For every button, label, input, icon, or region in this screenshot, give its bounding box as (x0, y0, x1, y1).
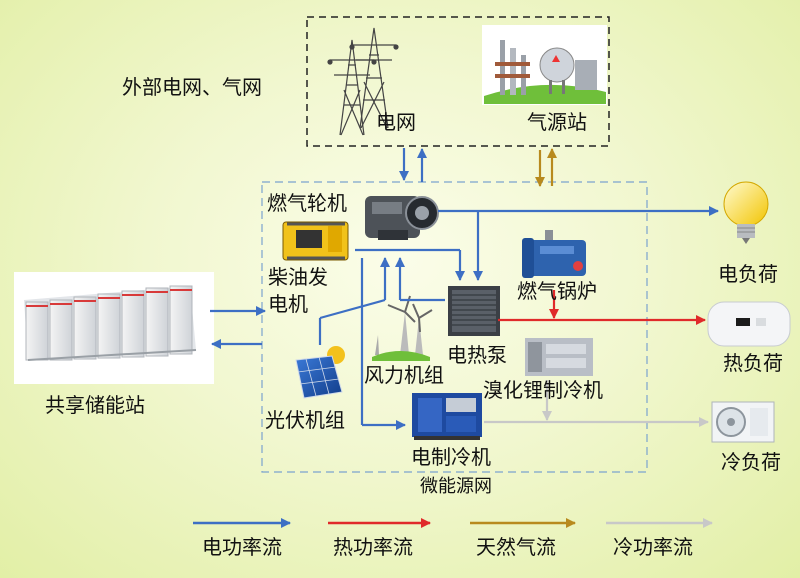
legend-electric-label: 电功率流 (202, 535, 282, 559)
water-heater-icon (707, 301, 791, 347)
electric-chiller-icon (412, 393, 482, 440)
heat-load-label: 热负荷 (723, 351, 783, 375)
external-region-label: 外部电网、气网 (122, 75, 262, 99)
storage-station-icon (14, 272, 214, 384)
legend-gas-label: 天然气流 (476, 535, 556, 559)
gas-source-label: 气源站 (527, 110, 587, 134)
external-grid-region (306, 16, 610, 147)
lightbulb-icon (723, 181, 769, 244)
storage-station-label: 共享储能站 (45, 393, 145, 417)
gas-turbine-icon (365, 196, 439, 240)
diesel-generator-icon (282, 221, 349, 261)
ac-unit-icon (711, 401, 775, 443)
electric-chiller-label: 电制冷机 (411, 445, 491, 469)
legend-heat-label: 热功率流 (333, 535, 413, 559)
libr-chiller-label: 溴化锂制冷机 (483, 378, 603, 402)
heat-pump-label: 电热泵 (447, 343, 507, 367)
solar-panel-icon (295, 346, 345, 399)
legend-cooling-label: 冷功率流 (613, 535, 693, 559)
wind-turbine-icon (372, 295, 433, 361)
gas-turbine-label: 燃气轮机 (267, 191, 347, 215)
diesel-generator-label-1: 柴油发 (268, 265, 328, 289)
pv-unit-label: 光伏机组 (265, 408, 345, 432)
power-tower-icon (327, 27, 399, 136)
gas-station-icon (482, 25, 607, 105)
heat-pump-icon (448, 286, 500, 336)
wind-unit-label: 风力机组 (364, 363, 444, 387)
gas-boiler-label: 燃气锅炉 (517, 279, 597, 303)
diesel-generator-label-2: 电机 (268, 292, 308, 316)
cooling-load-label: 冷负荷 (721, 450, 781, 474)
gas-boiler-icon (522, 230, 586, 278)
lithium-bromide-chiller-icon (525, 338, 593, 376)
electric-load-label: 电负荷 (718, 262, 778, 286)
grid-label: 电网 (376, 110, 416, 134)
microgrid-label: 微能源网 (420, 476, 492, 497)
